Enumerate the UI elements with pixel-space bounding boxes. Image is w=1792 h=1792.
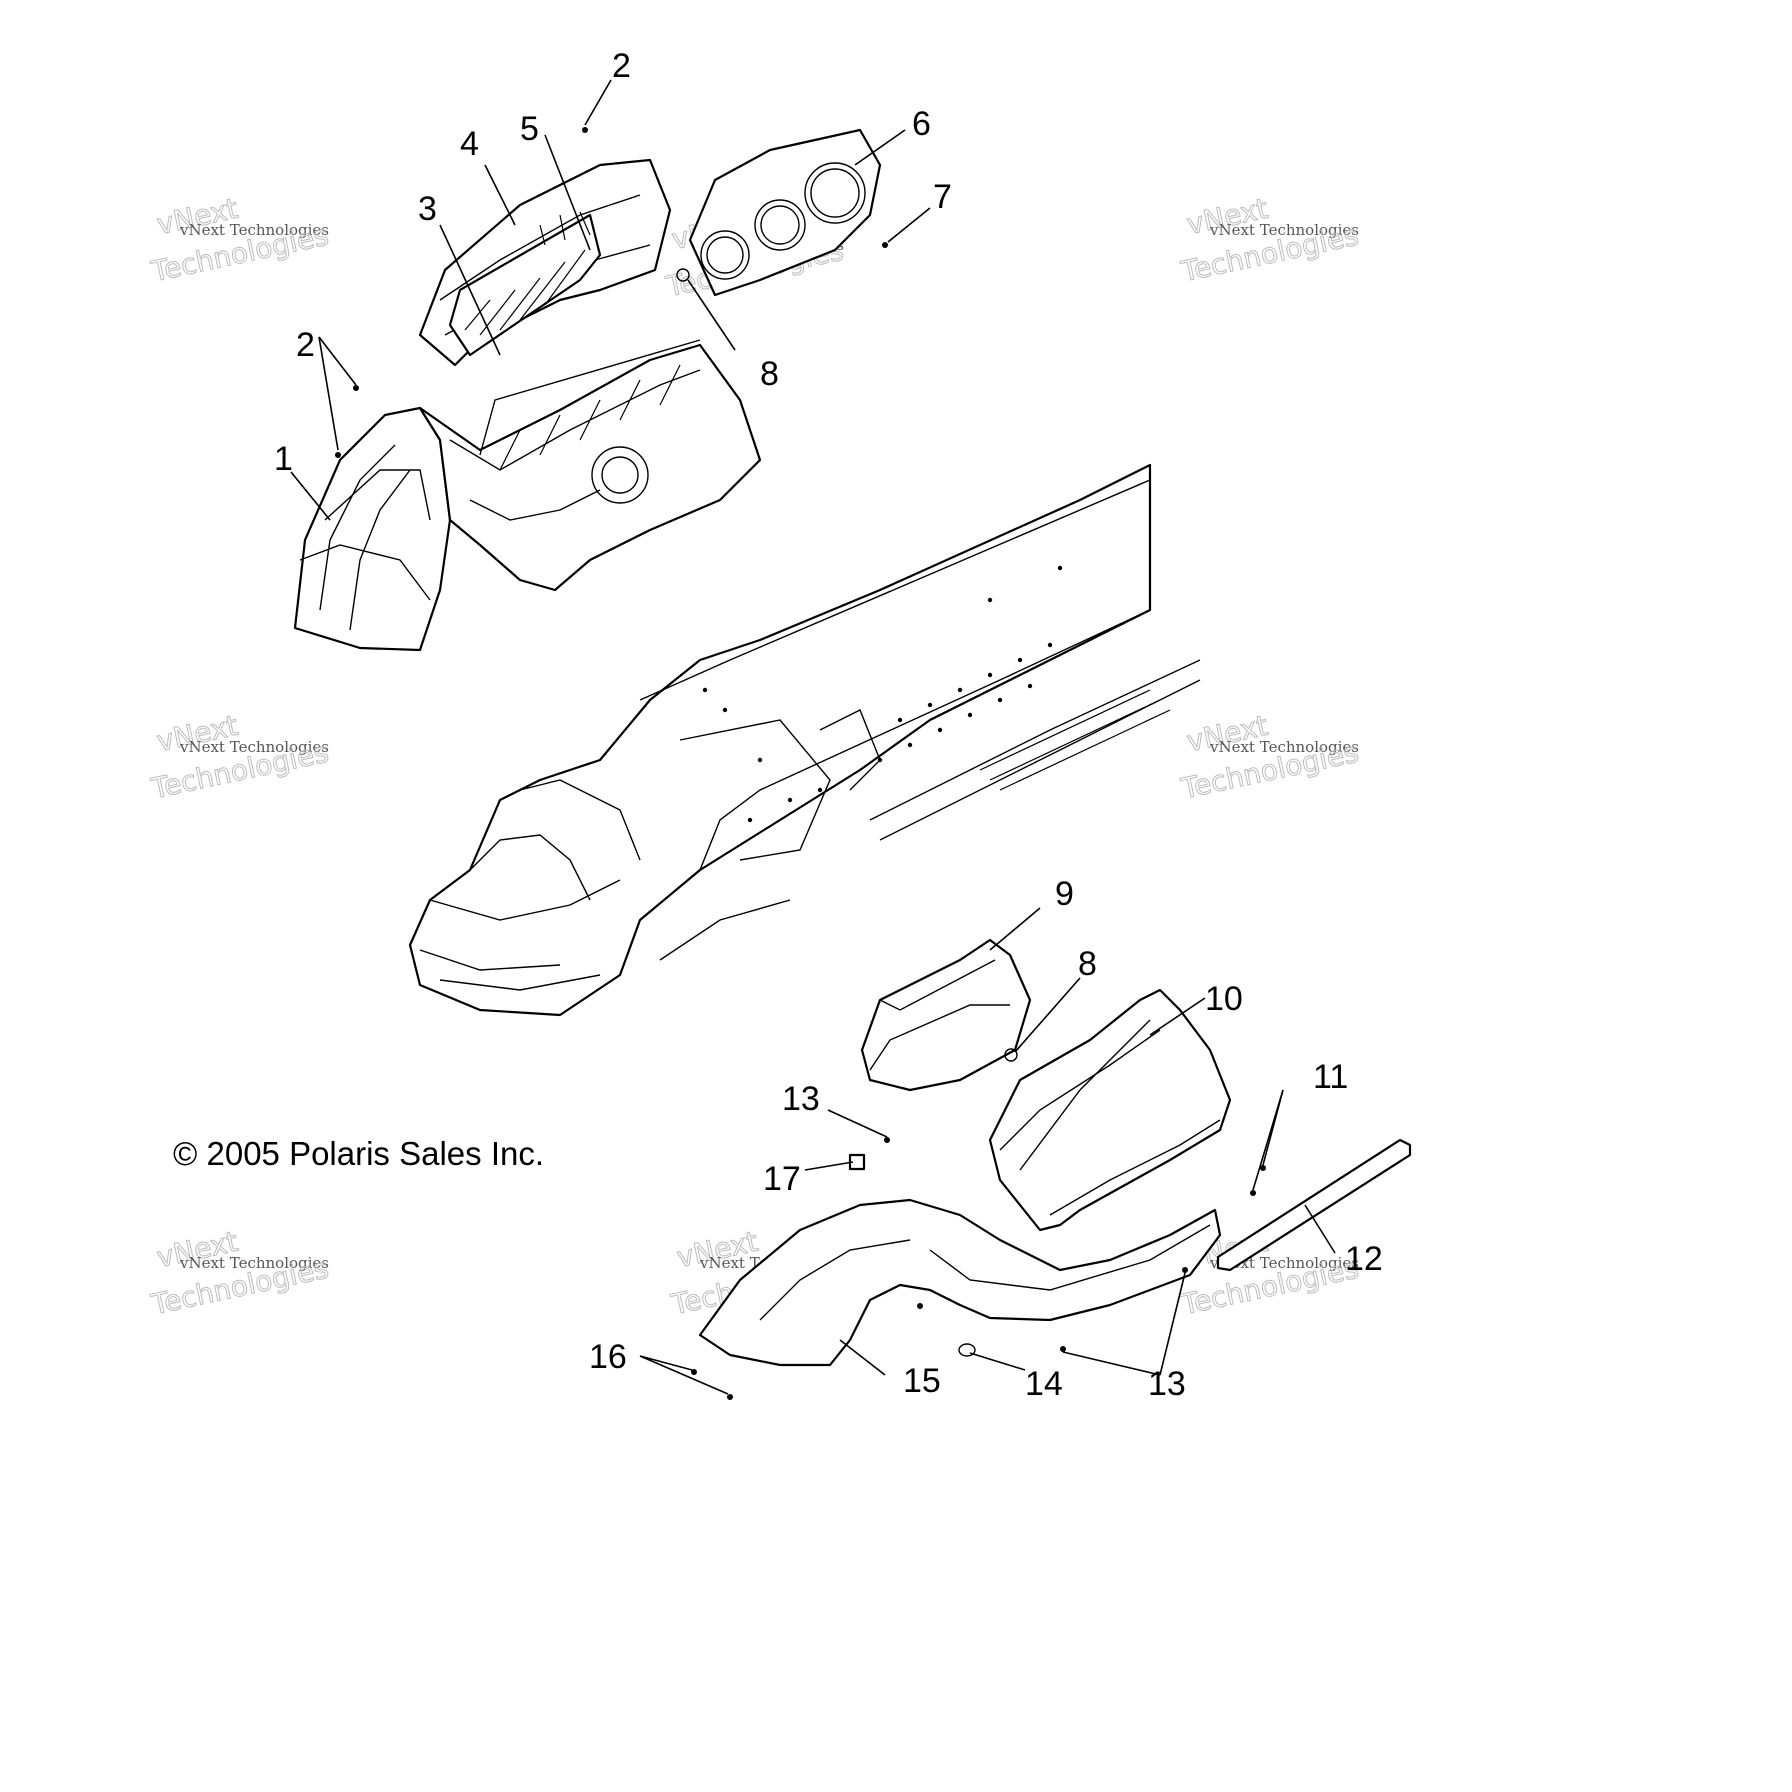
fasteners-upper: [335, 127, 888, 458]
screw-icon: [884, 1137, 890, 1143]
watermark-text: vNext Technologies: [179, 1254, 329, 1272]
screw-icon: [335, 452, 341, 458]
fasteners-lower: [691, 1048, 1266, 1400]
callout-17: 17: [763, 1160, 801, 1198]
watermark: vNext vNext Technologies Technologies: [1177, 708, 1362, 806]
watermark-text: vNext Technologies: [1209, 221, 1359, 239]
screw-icon: [917, 1303, 923, 1309]
callout-6: 6: [912, 105, 931, 143]
callout-5: 5: [520, 110, 539, 148]
part-dash-panel: [418, 339, 762, 592]
copyright-text: © 2005 Polaris Sales Inc.: [173, 1135, 544, 1172]
part-15-belly-pan: [698, 1198, 1222, 1367]
screw-icon: [1060, 1346, 1066, 1352]
callout-4: 4: [460, 125, 479, 163]
part-1-windshield-shroud: [293, 406, 452, 652]
screw-icon: [353, 385, 359, 391]
screw-icon: [1250, 1190, 1256, 1196]
watermark-text: vNext Technologies: [1209, 738, 1359, 756]
part-10-side-panel: [988, 988, 1232, 1232]
callout-1: 1: [274, 440, 293, 478]
callout-11: 11: [1313, 1058, 1348, 1096]
watermark: vNext vNext Technologies Technologies: [1177, 191, 1362, 289]
callout-9: 9: [1055, 875, 1074, 913]
callout-2: 2: [612, 47, 631, 85]
watermark: vNext vNext Technologies Technologies: [147, 191, 332, 289]
part-3-5-lens: [448, 211, 602, 357]
callout-16: 16: [589, 1338, 627, 1376]
screw-icon: [1260, 1165, 1266, 1171]
leader-lines: [290, 79, 1336, 1395]
grommet-icon: [1004, 1048, 1018, 1062]
chassis: [408, 463, 1201, 1017]
screw-icon: [582, 127, 588, 133]
callout-labels: 2 5 4 3 6 7 8 2 1 9 8 10 11 12 13 17 16 …: [274, 47, 1383, 1403]
watermark-text: vNext Technologies: [179, 738, 329, 756]
part-6-gauge-plate: [688, 128, 882, 297]
callout-13: 13: [1148, 1365, 1186, 1403]
grommet-icon: [676, 268, 690, 282]
callout-10: 10: [1205, 980, 1243, 1018]
chassis-rivets: [702, 565, 1063, 823]
callout-3: 3: [418, 190, 437, 228]
watermark-text: vNext Technologies: [179, 221, 329, 239]
screw-icon: [1182, 1267, 1188, 1273]
callout-13: 13: [782, 1080, 820, 1118]
screw-icon: [882, 242, 888, 248]
callout-15: 15: [903, 1362, 941, 1400]
part-9-foam-pad: [860, 938, 1032, 1092]
part-12-trim-strip: [1216, 1138, 1412, 1272]
callout-8: 8: [1078, 945, 1097, 983]
screw-icon: [727, 1394, 733, 1400]
watermark: vNext vNext Technologies Technologies: [147, 708, 332, 806]
screw-icon: [691, 1369, 697, 1375]
callout-7: 7: [933, 178, 952, 216]
callout-2: 2: [296, 326, 315, 364]
watermark: vNext vNext Technologies Technologies: [147, 1224, 332, 1322]
callout-8: 8: [760, 355, 779, 393]
callout-14: 14: [1025, 1365, 1063, 1403]
callout-12: 12: [1345, 1240, 1383, 1278]
plug-icon: [958, 1343, 976, 1357]
